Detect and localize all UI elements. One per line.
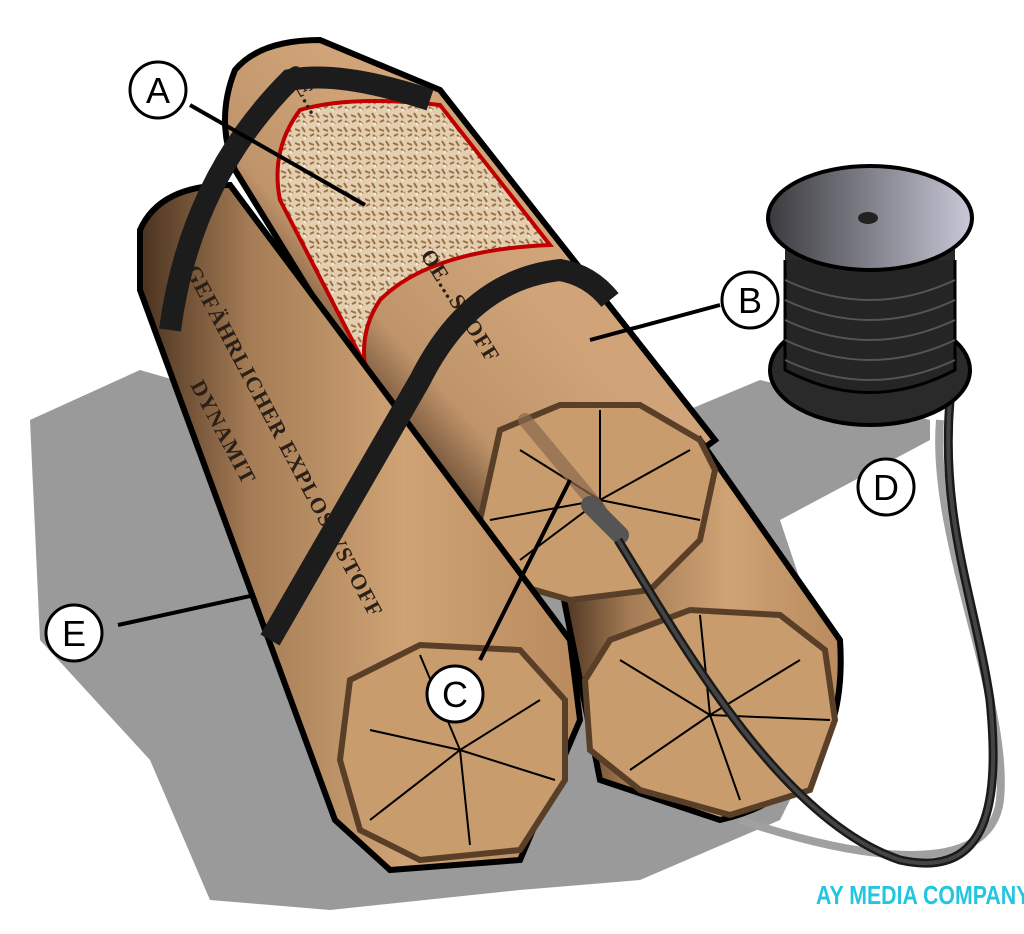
- svg-text:C: C: [442, 674, 468, 715]
- svg-text:D: D: [873, 467, 899, 508]
- binding-band-front: [260, 258, 619, 646]
- wire-spool: [766, 164, 974, 427]
- label-e: E: [44, 603, 104, 663]
- svg-text:A: A: [146, 70, 170, 111]
- label-c: C: [425, 664, 485, 724]
- blasting-cap: [518, 413, 607, 517]
- svg-text:B: B: [738, 280, 762, 321]
- wire-shadow: [738, 419, 1005, 859]
- bottom-left-stick-end: [336, 641, 568, 864]
- watermark: AY MEDIA COMPANY: [816, 880, 1024, 910]
- label-d: D: [856, 457, 916, 517]
- sawdust-cutaway: [275, 99, 554, 366]
- binding-band-back: [159, 66, 434, 332]
- svg-text:E: E: [62, 613, 86, 654]
- label-a: A: [128, 60, 188, 120]
- leader-lines: [117, 103, 721, 661]
- label-b: B: [720, 270, 780, 330]
